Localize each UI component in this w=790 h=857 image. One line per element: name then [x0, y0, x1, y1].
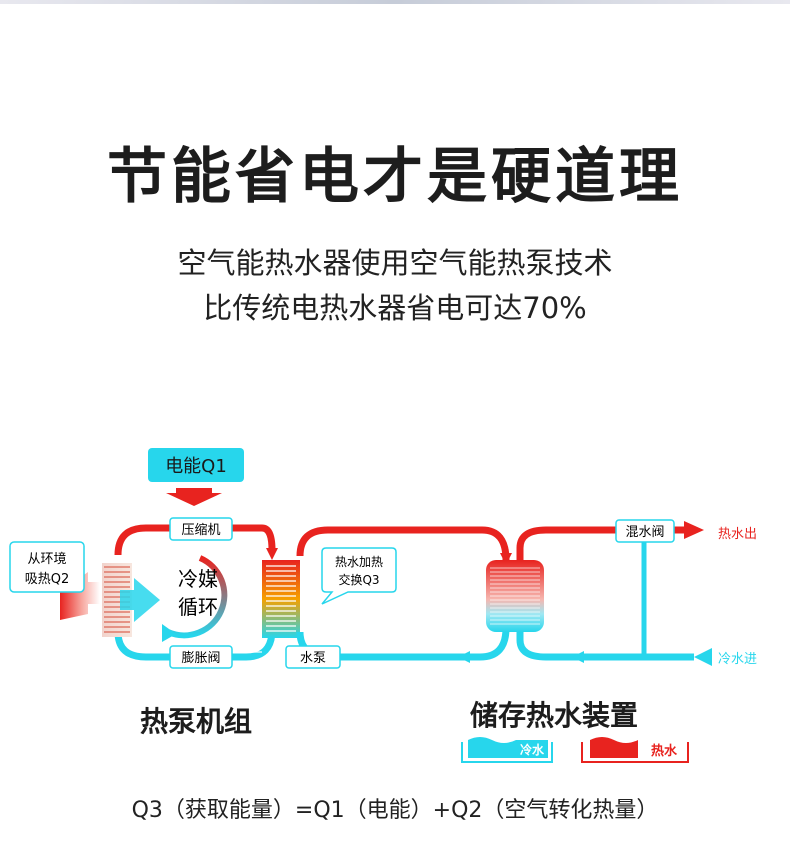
electric-input-arrow — [166, 488, 222, 506]
heat-exchange-label-1: 热水加热 — [335, 555, 383, 569]
water-hot-pipe — [296, 526, 510, 561]
hot-water-out-label: 热水出 — [718, 527, 757, 542]
cold-water-in-pipe — [516, 632, 694, 661]
compressor-box — [169, 517, 233, 541]
water-pump-box — [285, 645, 341, 669]
electric-input-label: 电能Q1 — [165, 456, 227, 477]
cold-water-in-arrow — [694, 648, 712, 666]
condenser-coil — [262, 560, 300, 638]
energy-formula: Q3（获取能量）=Q1（电能）+Q2（空气转化热量） — [131, 798, 659, 823]
water-cold-pipe — [296, 627, 510, 661]
heat-exchange-bubble — [321, 547, 397, 605]
hot-water-out-pipe — [516, 526, 686, 560]
expansion-valve-label: 膨胀阀 — [181, 651, 220, 666]
storage-unit-label: 储存热水装置 — [470, 699, 639, 732]
heat-exchange-label-2: 交换Q3 — [338, 572, 379, 587]
air-flow-arrow — [120, 578, 160, 622]
refrigerant-arrow-down — [266, 548, 278, 560]
cold-water-in-label: 冷水进 — [718, 652, 757, 667]
subtitle-line-1: 空气能热水器使用空气能热泵技术 — [177, 246, 613, 280]
legend-cold: 冷水 — [461, 737, 553, 763]
heat-pump-unit-label: 热泵机组 — [140, 705, 253, 738]
refrigerant-cycle-ring — [166, 555, 228, 639]
legend-cold-label: 冷水 — [520, 742, 545, 757]
environment-heat-label-2: 吸热Q2 — [25, 572, 70, 587]
compressor-label: 压缩机 — [181, 522, 220, 538]
hot-water-out-arrow — [684, 521, 704, 539]
electric-input-box — [148, 448, 244, 482]
storage-tank — [486, 560, 544, 632]
mixing-valve-label: 混水阀 — [625, 525, 664, 540]
top-divider — [0, 0, 790, 4]
expansion-valve-box — [169, 645, 233, 669]
environment-heat-label-1: 从环境 — [27, 552, 66, 567]
refrigerant-label-2: 循环 — [178, 595, 218, 619]
subtitle-line-2: 比传统电热水器省电可达70% — [203, 291, 587, 325]
refrigerant-label-1: 冷媒 — [178, 567, 218, 591]
mixing-valve-box — [615, 519, 675, 543]
legend-hot: 热水 — [581, 737, 689, 763]
legend-hot-label: 热水 — [651, 743, 678, 759]
environment-heat-arrow — [60, 572, 100, 620]
environment-heat-box — [9, 541, 85, 593]
page-title: 节能省电才是硬道理 — [107, 142, 683, 212]
water-pump-label: 水泵 — [300, 651, 326, 666]
